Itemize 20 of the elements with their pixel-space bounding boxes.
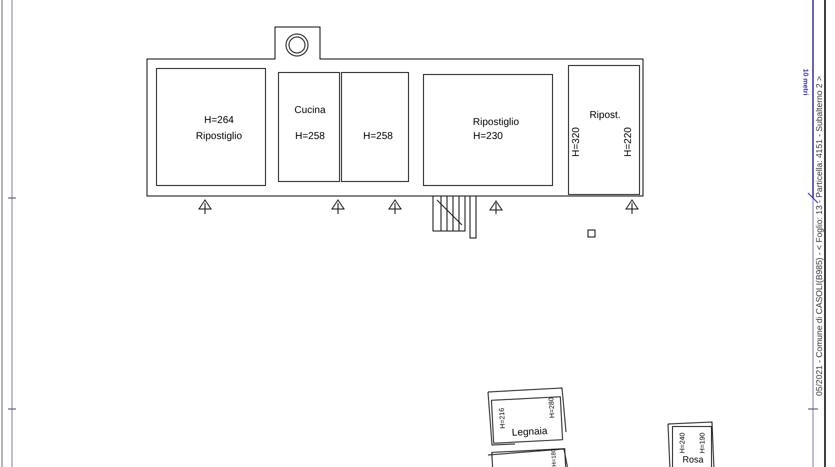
- room-outline: [156, 68, 266, 186]
- room-label: H=258: [295, 132, 325, 142]
- room-label: Cucina: [294, 106, 326, 116]
- room-label: H=230: [473, 132, 503, 142]
- room-outline: [672, 426, 712, 467]
- room-label: Ripostiglio: [196, 132, 242, 142]
- room-label: H=320: [572, 127, 582, 157]
- room-outline: [278, 72, 340, 182]
- room-label: Rosa: [682, 456, 704, 464]
- room-label: H=264: [204, 116, 234, 126]
- room-outline: [341, 72, 409, 182]
- room-outline: [490, 396, 564, 444]
- room-label: Ripost.: [589, 111, 621, 121]
- room-outline: [423, 74, 553, 186]
- room-label: H=220: [624, 127, 634, 157]
- room-label: Ripostiglio: [472, 118, 520, 128]
- room-outline: [568, 65, 640, 195]
- cadastral-reference-text: 05/2021 - Comune di CASOLI(B985) - < Foglio: 13 - Particella: 4151 - Subalterno 2 >: [814, 76, 824, 396]
- room-label: Legnaia: [512, 426, 548, 439]
- room-label: H=258: [363, 132, 393, 142]
